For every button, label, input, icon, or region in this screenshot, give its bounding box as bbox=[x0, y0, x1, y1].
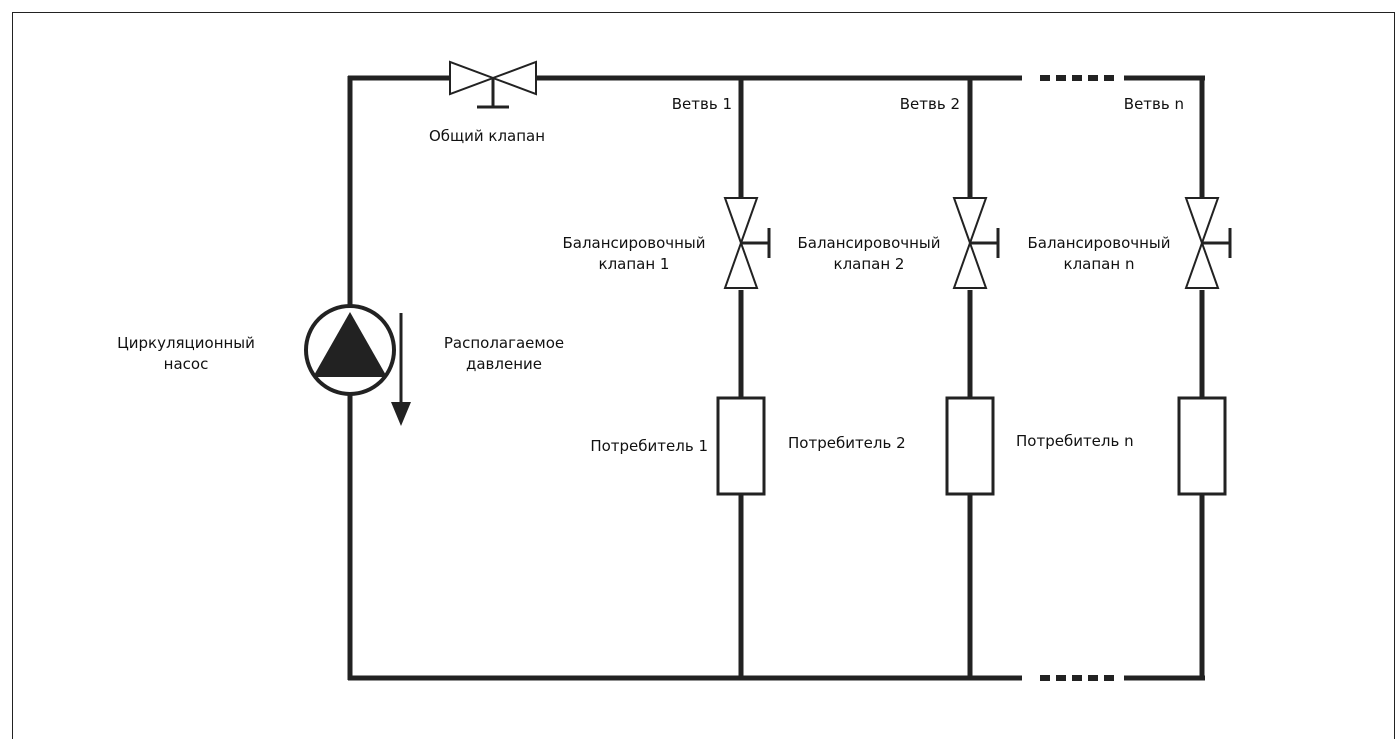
main-valve-icon bbox=[449, 60, 537, 109]
balancing-valve-2-icon bbox=[952, 197, 1000, 289]
consumer-n-box bbox=[1177, 396, 1227, 496]
branch-1-label: Ветвь 1 bbox=[671, 95, 732, 113]
balancing-valve-1-icon bbox=[723, 197, 771, 289]
balancing-valve-1-label: Балансировочный клапан 1 bbox=[546, 233, 722, 275]
pump-icon bbox=[304, 304, 396, 396]
consumer-n-label: Потребитель n bbox=[1016, 432, 1134, 450]
branch-2-label: Ветвь 2 bbox=[899, 95, 960, 113]
figure-frame bbox=[12, 12, 1395, 739]
balancing-valve-n-line-1: Балансировочный bbox=[1027, 234, 1171, 252]
consumer-1-box bbox=[716, 396, 766, 496]
bottom-ellipsis bbox=[1040, 675, 1114, 681]
pressure-label: Располагаемое давление bbox=[424, 333, 584, 375]
balancing-valve-1-line-2: клапан 1 bbox=[598, 255, 670, 273]
balancing-valve-1-line-1: Балансировочный bbox=[562, 234, 706, 252]
pressure-label-line-2: давление bbox=[465, 355, 542, 373]
pressure-arrow-icon bbox=[391, 313, 411, 426]
balancing-valve-n-icon bbox=[1184, 197, 1232, 289]
main-valve-label: Общий клапан bbox=[428, 127, 546, 145]
balancing-valve-n-label: Балансировочный клапан n bbox=[1008, 233, 1190, 275]
pump-label-line-2: насос bbox=[163, 355, 209, 373]
balancing-valve-n-line-2: клапан n bbox=[1063, 255, 1135, 273]
consumer-1-label: Потребитель 1 bbox=[590, 437, 708, 455]
pump-label-line-1: Циркуляционный bbox=[117, 334, 255, 352]
pump-label: Циркуляционный насос bbox=[86, 333, 286, 375]
branch-n-label: Ветвь n bbox=[1123, 95, 1184, 113]
balancing-valve-2-label: Балансировочный клапан 2 bbox=[778, 233, 960, 275]
balancing-valve-2-line-2: клапан 2 bbox=[833, 255, 905, 273]
pressure-label-line-1: Располагаемое bbox=[443, 334, 565, 352]
consumer-2-box bbox=[945, 396, 995, 496]
consumer-2-label: Потребитель 2 bbox=[788, 434, 906, 452]
top-ellipsis bbox=[1040, 75, 1114, 81]
balancing-valve-2-line-1: Балансировочный bbox=[797, 234, 941, 252]
